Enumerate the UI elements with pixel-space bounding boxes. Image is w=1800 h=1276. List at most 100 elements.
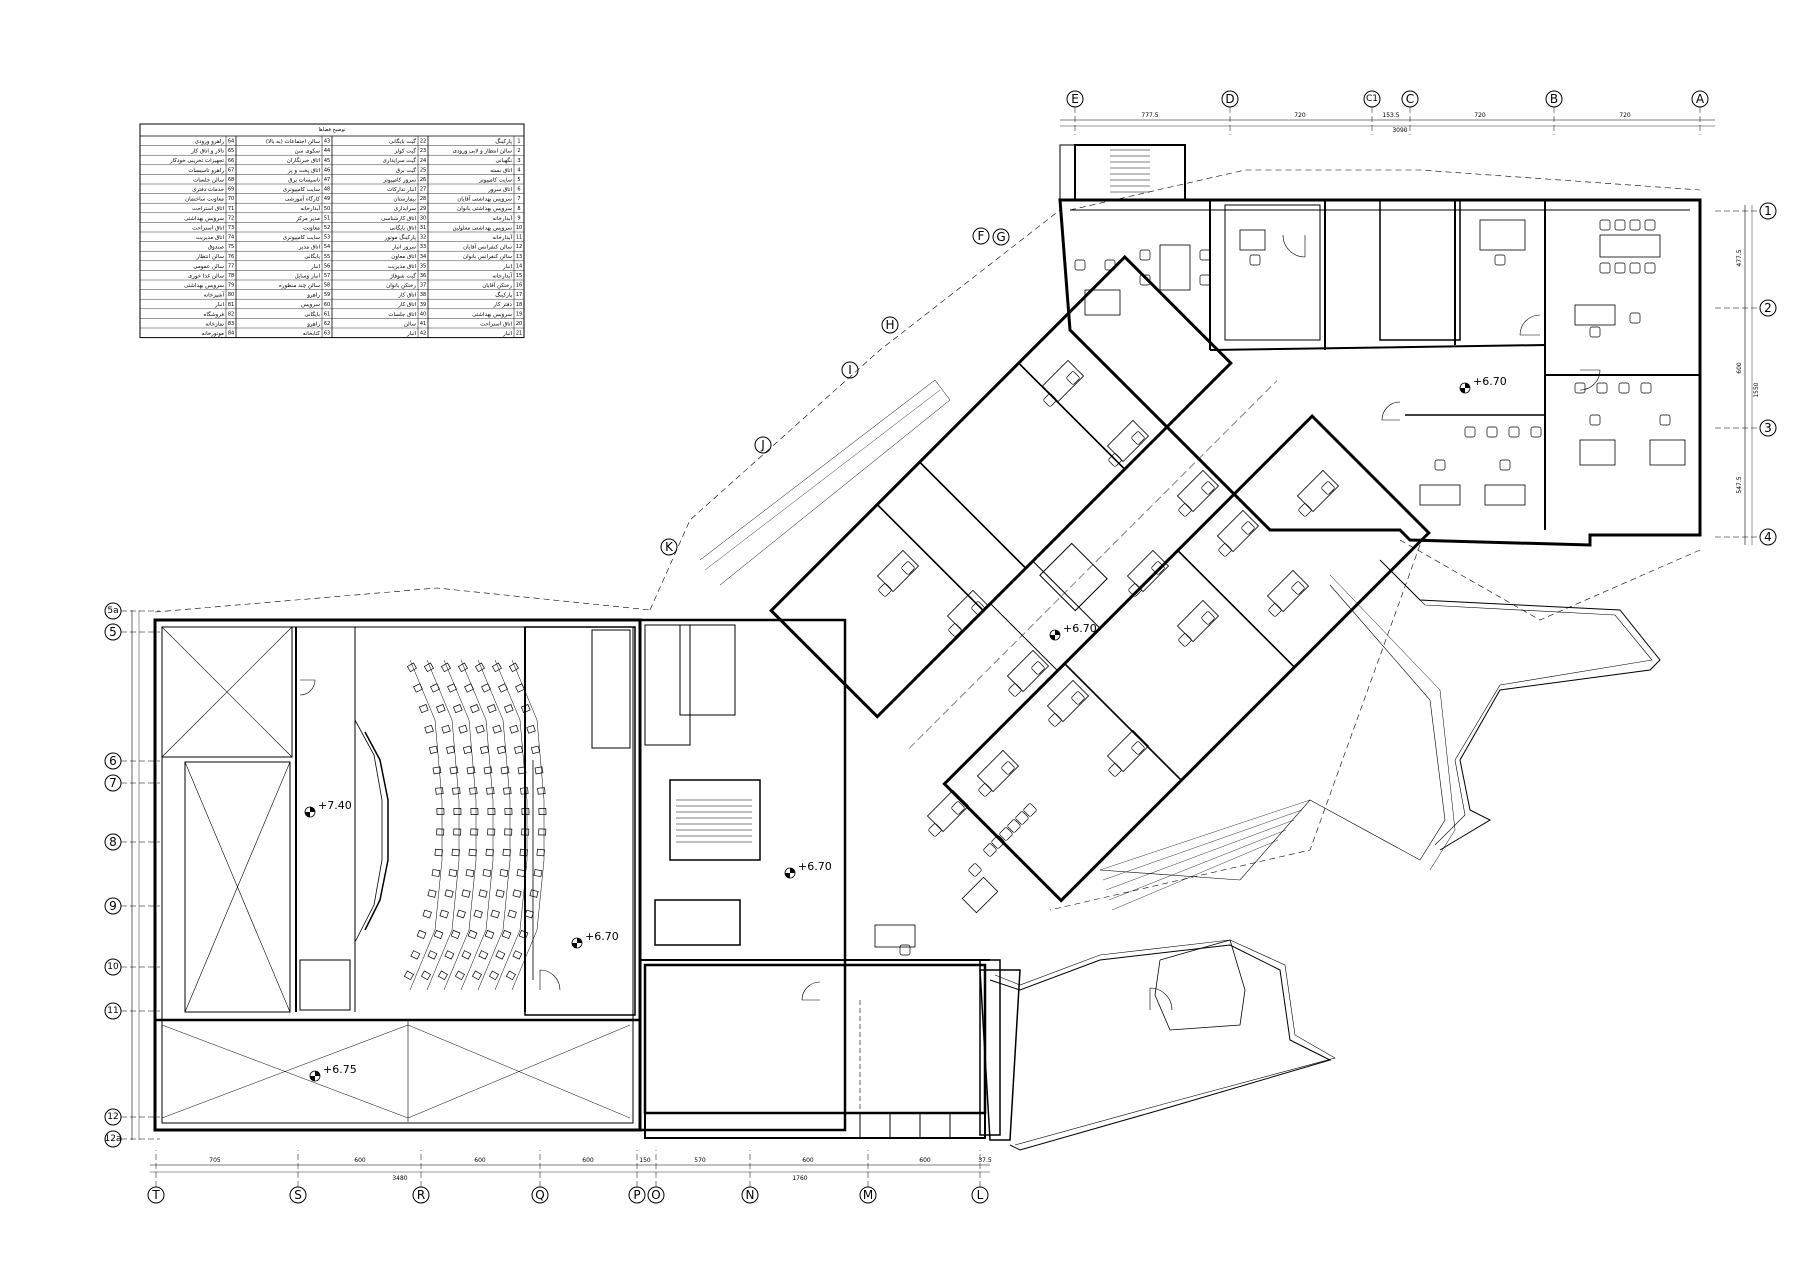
grid-bubble (1759, 202, 1777, 220)
auditorium-seat (441, 724, 451, 734)
legend-number: 52 (324, 225, 330, 231)
legend-number: 23 (420, 148, 426, 154)
legend-number: 63 (324, 331, 330, 337)
auditorium-seat (509, 724, 519, 734)
chair (1629, 312, 1641, 324)
chair (1128, 583, 1142, 597)
grid-label: P (633, 1188, 640, 1202)
auditorium-seat (469, 787, 478, 795)
legend-label: سالن کنفرانس آقایان (463, 244, 512, 251)
dimension-value: 37.5 (978, 1157, 992, 1164)
auditorium-seat (516, 869, 526, 878)
grid-label: 9 (109, 899, 117, 913)
grid-label: S (294, 1188, 302, 1202)
legend-number: 44 (324, 148, 330, 154)
legend-label: سالن چند منظوره (279, 283, 320, 289)
dimension-value: 150 (639, 1157, 651, 1164)
legend-number: 83 (228, 321, 234, 327)
legend-label: اتاق مدیریت (388, 264, 417, 270)
auditorium-seat (470, 828, 479, 836)
door-swing (299, 679, 316, 696)
chair (978, 783, 992, 797)
office-room (1176, 415, 1430, 669)
door-swing (801, 981, 821, 1001)
grid-bubble (881, 316, 899, 334)
auditorium-seat (451, 848, 460, 857)
dimension-value: 600 (474, 1157, 486, 1164)
auditorium-seat (475, 724, 485, 734)
chair (1268, 603, 1282, 617)
chair (1199, 249, 1211, 261)
auditorium-seat (418, 704, 429, 714)
legend-label: پارکینگ (495, 138, 512, 145)
legend-number: 68 (228, 177, 234, 183)
legend-label: انبار (214, 302, 225, 308)
dimension-value: 777.5 (1141, 112, 1158, 119)
legend-label: گیت شوفاژ (389, 272, 416, 279)
legend-number: 30 (420, 215, 426, 221)
chair (899, 944, 911, 956)
grid-label: 1 (1764, 204, 1772, 218)
level-symbol-fill (310, 1071, 320, 1081)
chair (999, 827, 1013, 841)
grid-label: L (977, 1188, 984, 1202)
chair (1178, 503, 1192, 517)
grid-bubble (972, 227, 990, 245)
door-swing (1519, 314, 1541, 336)
desk (1159, 244, 1191, 291)
legend-label: بایگانی (304, 311, 320, 318)
office-room (942, 414, 1431, 903)
legend-label: سالن (404, 321, 417, 327)
grid-label: 5a (107, 606, 118, 616)
auditorium-seat (486, 787, 495, 795)
desk (1649, 439, 1686, 466)
grid-label: N (746, 1188, 755, 1202)
auditorium-seat (410, 950, 421, 960)
dimension-value: 600 (919, 1157, 931, 1164)
legend-number: 37 (420, 283, 426, 289)
legend-label: اتاق خبرنگاران (287, 157, 321, 164)
auditorium-seat (422, 909, 432, 919)
chair (1464, 426, 1476, 438)
office-room (918, 362, 1126, 570)
legend-number: 1 (517, 139, 520, 145)
auditorium-seat (471, 970, 482, 981)
desk (1579, 439, 1616, 466)
legend-number: 81 (228, 302, 234, 308)
auditorium-seat (478, 950, 489, 960)
chair (1139, 249, 1151, 261)
grid-label: D (1225, 92, 1234, 106)
chair (1023, 803, 1037, 817)
legend-number: 5 (517, 177, 520, 183)
auditorium-seat (470, 807, 479, 815)
level-symbol-fill (1050, 630, 1060, 640)
chair (1043, 393, 1057, 407)
legend-number: 16 (516, 283, 522, 289)
auditorium-seat (439, 909, 449, 919)
legend-label: اتاق بسته (490, 168, 512, 174)
legend-number: 22 (420, 139, 426, 145)
dimension-total: 1760 (792, 1175, 807, 1182)
auditorium-seat (484, 929, 495, 940)
grid-label: 10 (107, 962, 119, 972)
grid-label: I (848, 363, 852, 377)
legend-number: 9 (517, 215, 520, 221)
legend-number: 47 (324, 177, 330, 183)
chair (1048, 713, 1062, 727)
legend-number: 10 (516, 225, 522, 231)
legend-label: سرویس بهداشتی بانوان (457, 206, 512, 212)
desk (874, 924, 916, 948)
dimension-value: 600 (802, 1157, 814, 1164)
legend-number: 55 (324, 254, 330, 260)
legend-label: اتاق استراحت (480, 321, 512, 327)
legend-number: 45 (324, 158, 330, 164)
legend-label: سرویس بهداشتی (184, 216, 224, 222)
legend-label: سرور انبار (391, 245, 416, 251)
legend-number: 27 (420, 187, 426, 193)
chair (1589, 414, 1601, 426)
auditorium-seat (512, 950, 523, 960)
legend-number: 36 (420, 273, 426, 279)
level-symbol-fill (572, 938, 582, 948)
legend-label: سالن انتظار و لابی ورودی (453, 149, 513, 155)
dimension-total: 3480 (392, 1175, 407, 1182)
